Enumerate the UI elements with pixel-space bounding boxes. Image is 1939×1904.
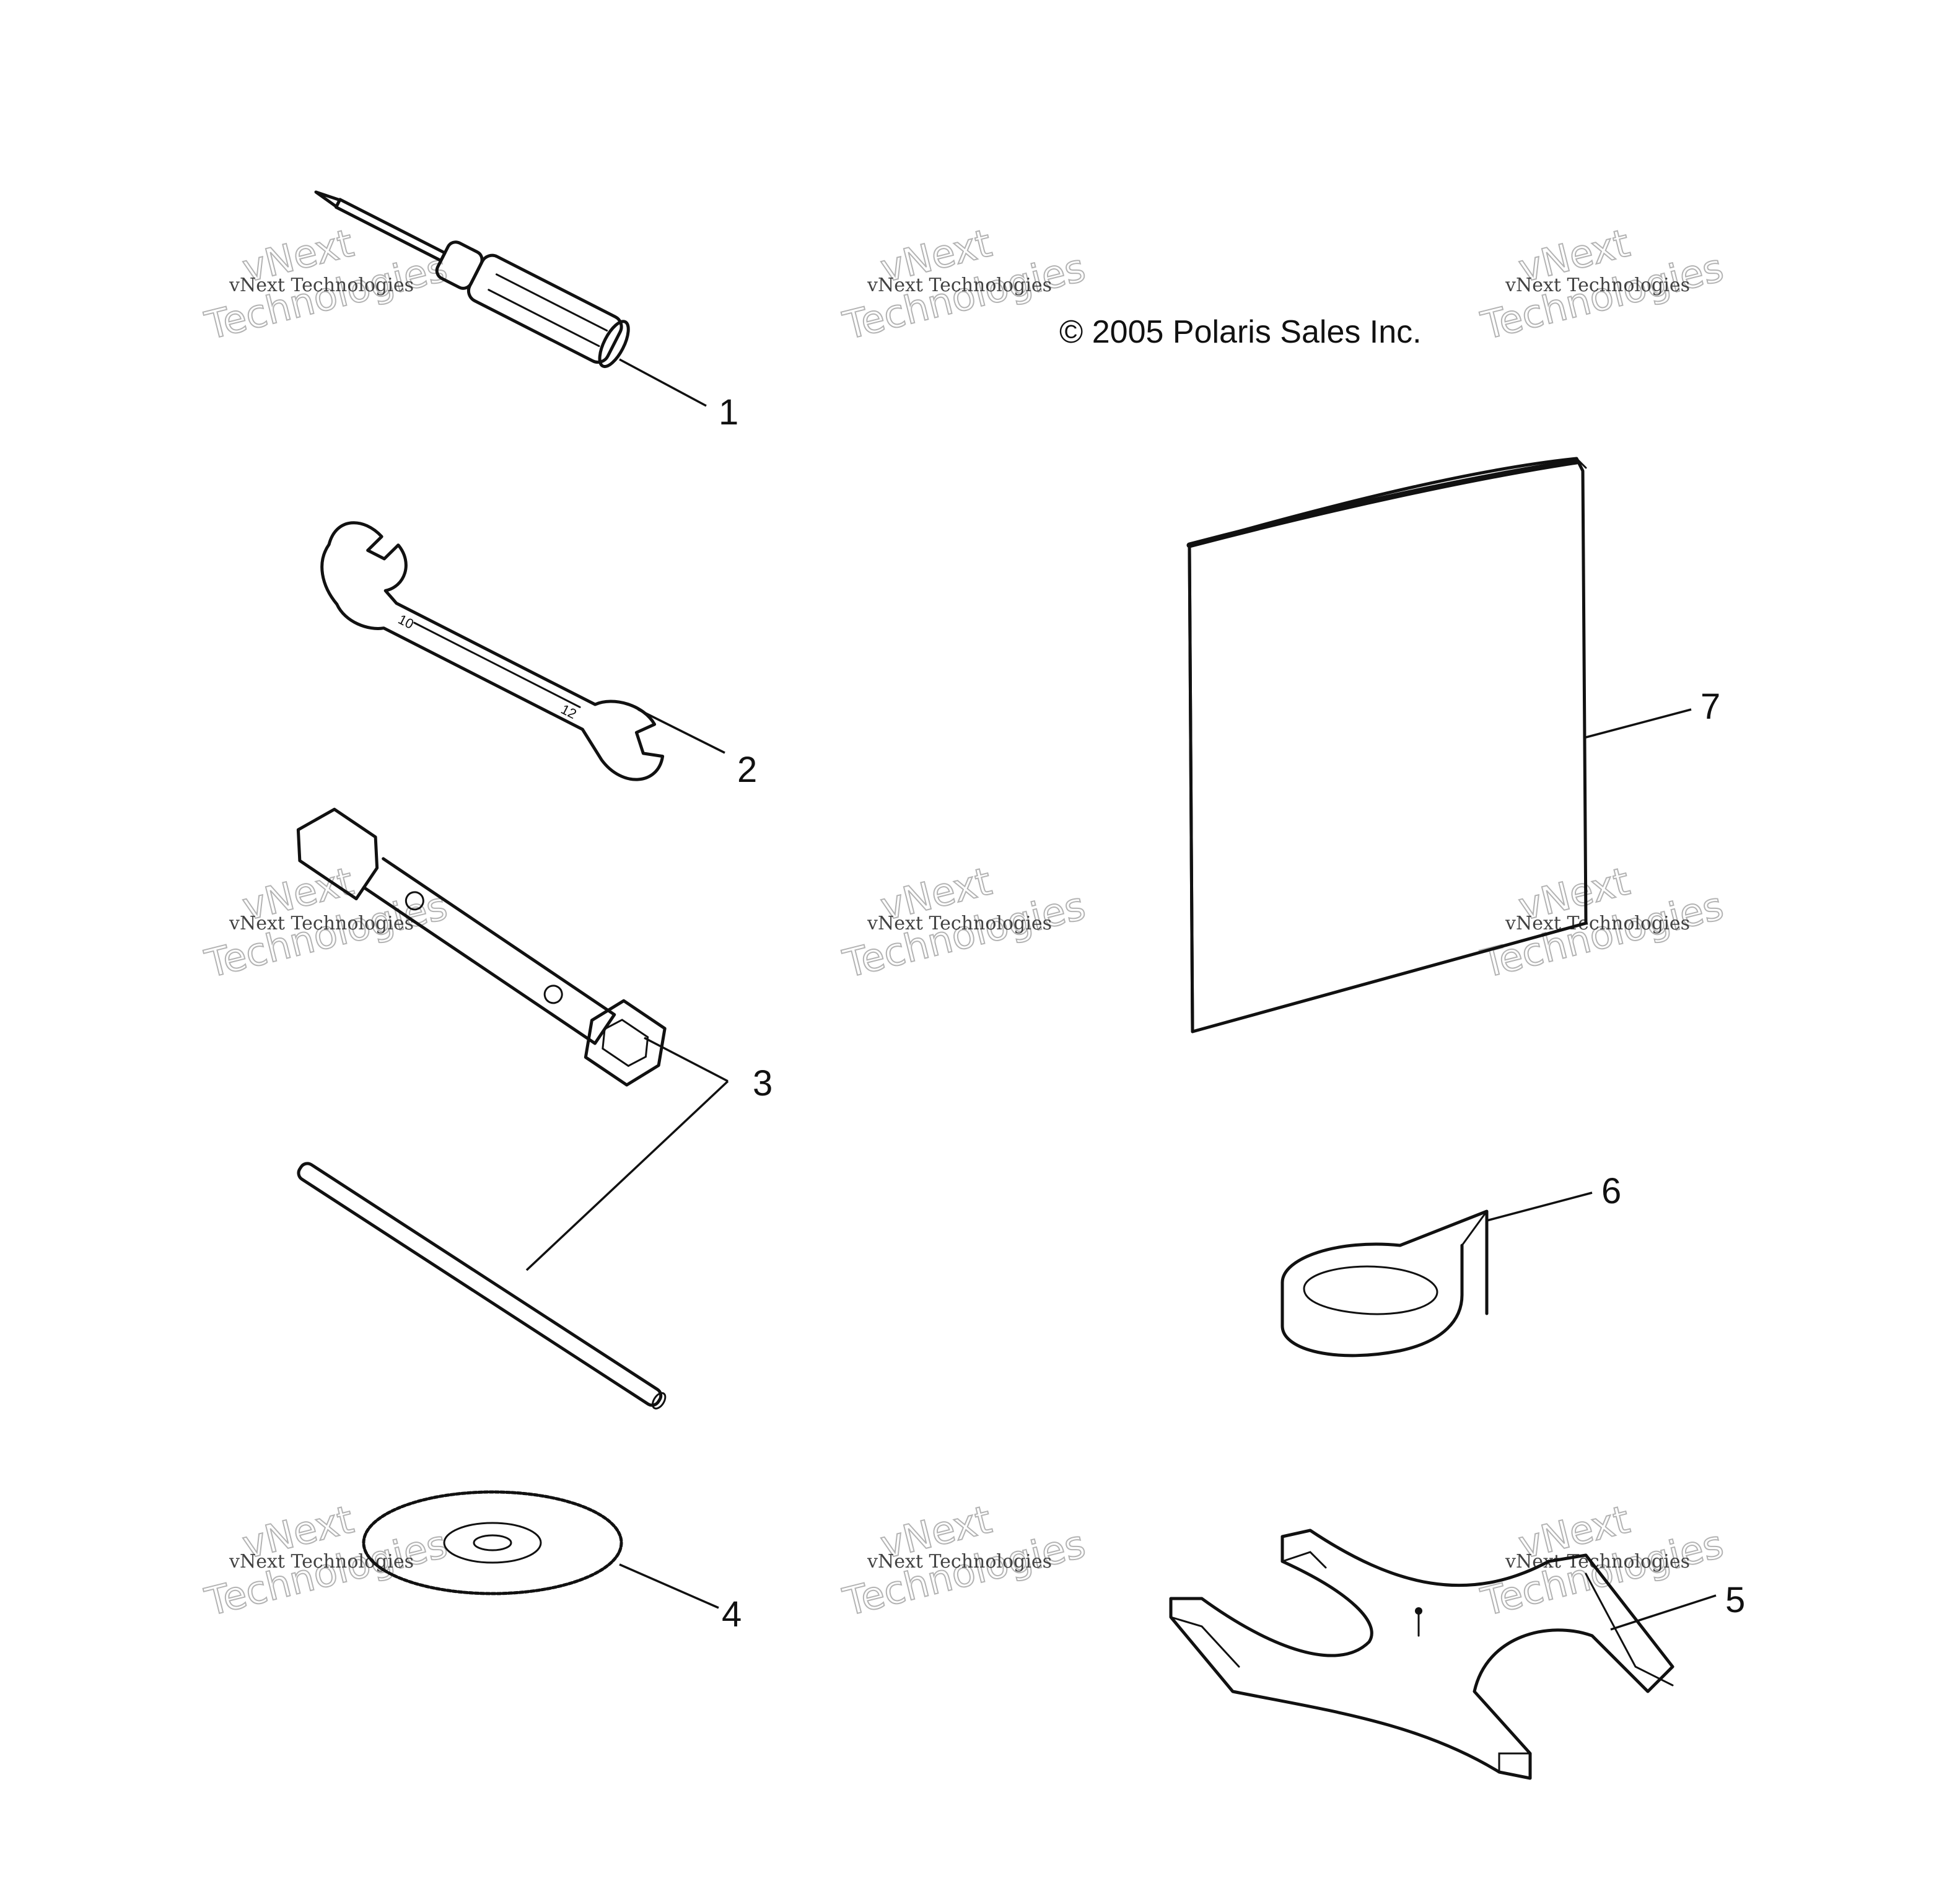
watermark-label: vNext Technologies xyxy=(867,274,1052,296)
t-bar[interactable] xyxy=(295,1160,668,1411)
watermark-label: vNext Technologies xyxy=(867,913,1052,934)
callout-7: 7 xyxy=(1700,687,1720,727)
callout-1: 1 xyxy=(719,392,738,432)
tape-roll[interactable]: 6 xyxy=(1280,1171,1621,1358)
cd-disc[interactable]: 4 xyxy=(362,1490,742,1634)
callout-6: 6 xyxy=(1601,1171,1621,1211)
screwdriver[interactable]: 1 xyxy=(305,170,738,432)
watermark-label: vNext Technologies xyxy=(1505,274,1690,296)
bracket[interactable]: 5 xyxy=(1169,1529,1745,1780)
open-end-wrench[interactable]: 10 12 2 xyxy=(295,514,758,790)
watermark-label: vNext Technologies xyxy=(229,274,414,296)
watermark-label: vNext Technologies xyxy=(1505,913,1690,934)
callout-3: 3 xyxy=(753,1063,773,1103)
owners-manual[interactable]: 7 xyxy=(1186,457,1720,1033)
svg-text:10: 10 xyxy=(396,612,416,632)
callout-4: 4 xyxy=(722,1594,742,1634)
watermark-label: vNext Technologies xyxy=(229,913,414,934)
callout-5: 5 xyxy=(1725,1580,1745,1620)
copyright-text: © 2005 Polaris Sales Inc. xyxy=(1059,314,1422,350)
watermark-label: vNext Technologies xyxy=(229,1551,414,1573)
watermark-label: vNext Technologies xyxy=(867,1551,1052,1573)
callout-2: 2 xyxy=(737,750,757,790)
spark-plug-wrench[interactable]: 3 xyxy=(282,796,773,1411)
